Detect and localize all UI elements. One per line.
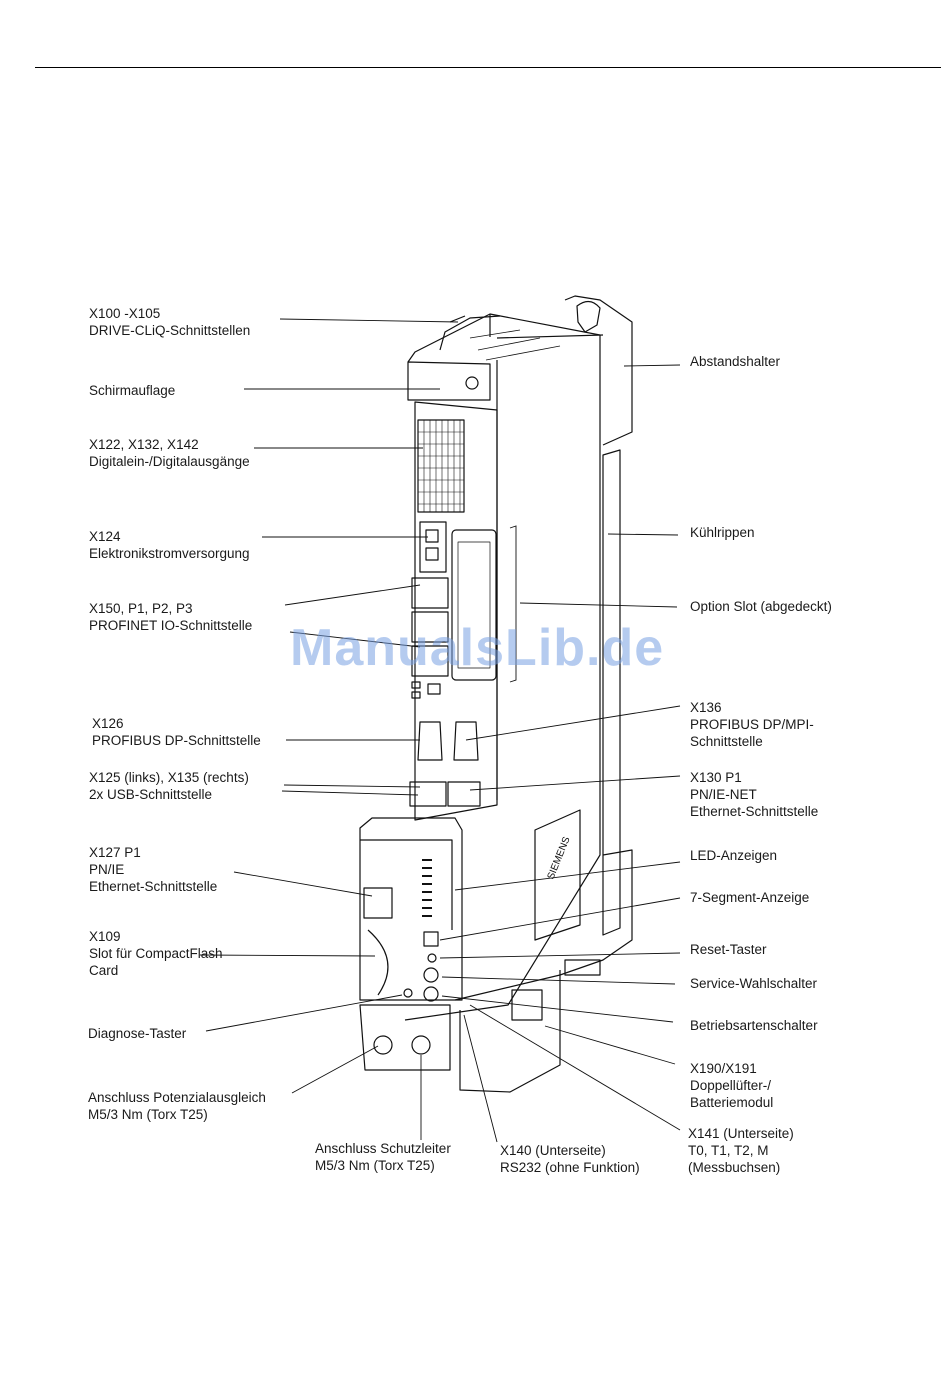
label-option-slot: Option Slot (abgedeckt) xyxy=(690,599,832,614)
label-betriebsart: Betriebsartenschalter xyxy=(690,1018,818,1033)
shield-screw xyxy=(465,376,479,390)
ethernet-x130 xyxy=(447,781,481,807)
profinet-port-2 xyxy=(411,611,449,643)
mounting-keyhole xyxy=(576,300,601,333)
profinet-port-3 xyxy=(411,645,449,677)
label-schirmauflage: Schirmauflage xyxy=(89,383,176,398)
spacer-outline xyxy=(564,295,633,446)
fan-module-top xyxy=(454,849,633,1001)
service-selector xyxy=(423,967,439,983)
control-module xyxy=(359,817,463,1001)
watermark: ManualsLib.de xyxy=(290,619,665,677)
label-x125: X125 (links), X135 (rechts)2x USB-Schnit… xyxy=(89,770,249,802)
siemens-plate xyxy=(534,809,581,941)
label-7segment: 7-Segment-Anzeige xyxy=(690,890,810,905)
cf-slot xyxy=(367,929,389,996)
fan-module xyxy=(459,970,561,1093)
siemens-brand: SIEMENS xyxy=(546,835,573,881)
label-service: Service-Wahlschalter xyxy=(690,976,818,991)
mode-switch xyxy=(423,986,439,1002)
terminal-blocks xyxy=(417,419,465,513)
seven-segment xyxy=(423,931,439,947)
label-led: LED-Anzeigen xyxy=(690,848,778,863)
pe-screw xyxy=(411,1035,431,1055)
profibus-mpi-socket xyxy=(453,721,479,761)
front-panel xyxy=(414,401,498,821)
heatsink-fins xyxy=(602,449,621,936)
label-diagnose: Diagnose-Taster xyxy=(88,1026,187,1041)
option-slot-cover xyxy=(451,529,497,681)
header-rule xyxy=(35,67,941,68)
ground-terminal xyxy=(359,1004,451,1071)
reset-button xyxy=(427,953,437,963)
usb-ports xyxy=(409,781,447,807)
profinet-port-1 xyxy=(411,577,449,609)
equipotential-screw xyxy=(373,1035,393,1055)
power-connector xyxy=(419,521,447,573)
shield-support xyxy=(407,361,491,401)
label-reset: Reset-Taster xyxy=(690,942,767,957)
label-abstandshalter: Abstandshalter xyxy=(690,354,781,369)
label-x140: X140 (Unterseite)RS232 (ohne Funktion) xyxy=(500,1143,640,1175)
ethernet-x127 xyxy=(363,887,393,919)
diagnose-button xyxy=(403,988,413,998)
label-x141: X141 (Unterseite)T0, T1, T2, M(Messbuchs… xyxy=(688,1126,794,1175)
label-kuehlrippen: Kühlrippen xyxy=(690,525,755,540)
profibus-dp-socket xyxy=(417,721,443,761)
